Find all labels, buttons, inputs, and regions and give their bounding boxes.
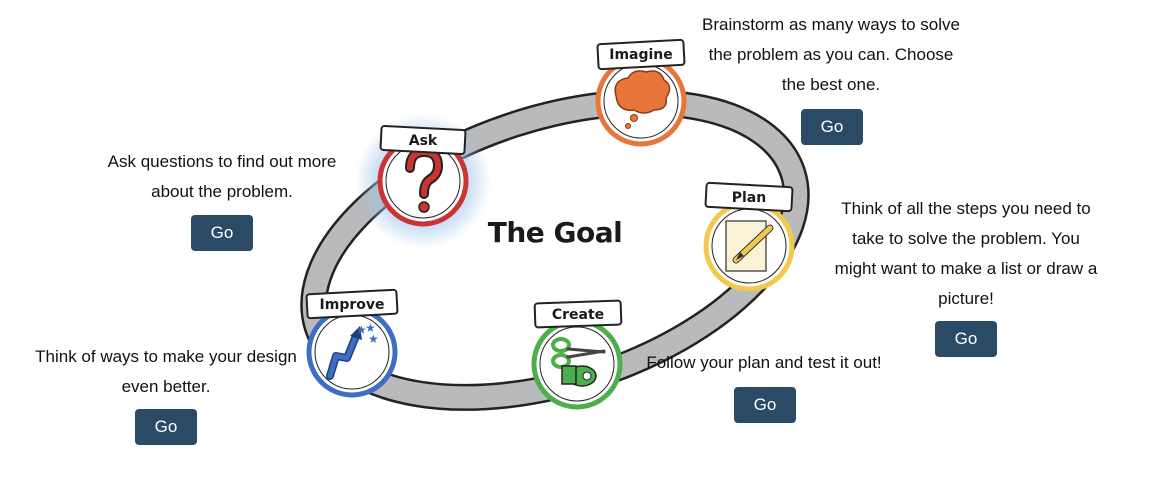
rising-arrow-stars-icon: ★ ★ ★	[326, 321, 379, 380]
improve-description: Think of ways to make your design even b…	[35, 347, 297, 396]
create-stage[interactable]: Create	[531, 299, 623, 410]
improve-stage[interactable]: ★ ★ ★ Improve	[305, 288, 399, 398]
improve-label: Improve	[320, 297, 385, 313]
center-title: The Goal	[487, 216, 623, 249]
ask-label-tag: Ask	[379, 124, 467, 156]
ask-description: Ask questions to find out more about the…	[107, 152, 337, 201]
imagine-stage[interactable]: Imagine	[595, 38, 687, 147]
create-go-button[interactable]: Go	[734, 387, 796, 423]
improve-label-tag: Improve	[305, 288, 399, 320]
imagine-go-button[interactable]: Go	[801, 109, 863, 145]
plan-label: Plan	[732, 190, 766, 206]
svg-text:★: ★	[365, 321, 376, 335]
svg-text:★: ★	[356, 323, 367, 337]
ask-label: Ask	[409, 133, 438, 149]
imagine-description: Brainstorm as many ways to solve the pro…	[702, 15, 960, 94]
question-mark-icon	[405, 146, 444, 213]
imagine-label-tag: Imagine	[596, 38, 686, 71]
ask-go-button[interactable]: Go	[191, 215, 253, 251]
improve-go-button[interactable]: Go	[135, 409, 197, 445]
svg-text:★: ★	[368, 332, 379, 346]
plan-stage[interactable]: Plan	[703, 181, 795, 292]
create-description: Follow your plan and test it out!	[646, 353, 882, 372]
plan-description: Think of all the steps you need to take …	[834, 199, 1098, 308]
plan-label-tag: Plan	[704, 181, 794, 213]
paper-pencil-icon	[725, 220, 774, 272]
create-label-tag: Create	[533, 299, 623, 329]
thought-bubble-icon	[614, 70, 671, 129]
imagine-label: Imagine	[609, 47, 673, 63]
create-label: Create	[552, 307, 604, 323]
plan-go-button[interactable]: Go	[935, 321, 997, 357]
ask-stage[interactable]: Ask	[355, 113, 491, 249]
scissors-tape-icon	[551, 337, 606, 387]
